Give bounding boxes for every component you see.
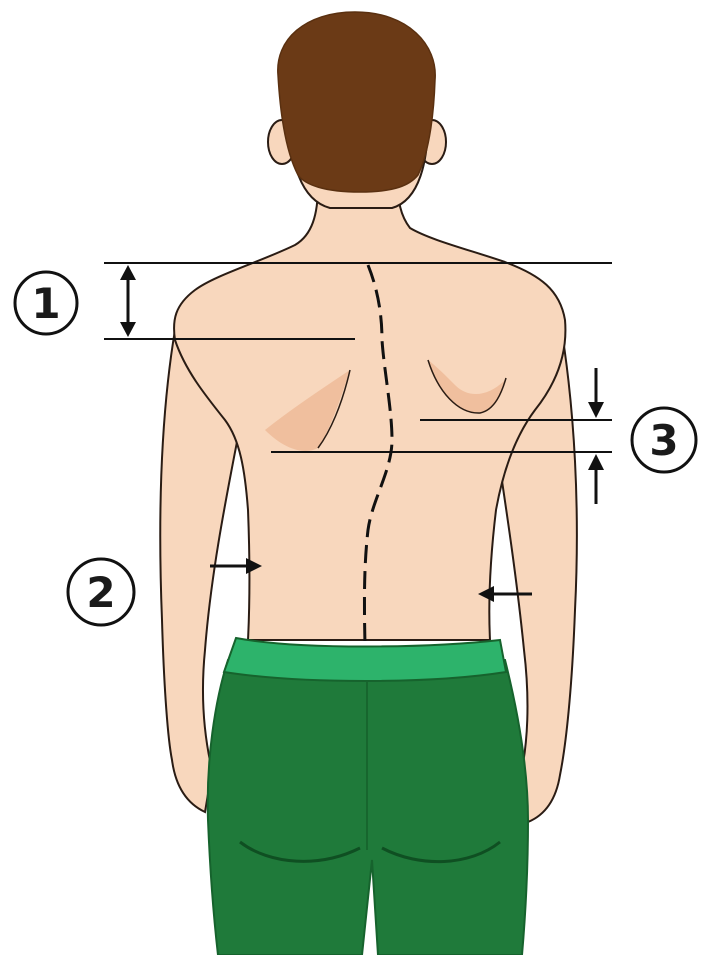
- arrow-up-icon: [120, 265, 136, 280]
- arrow-down-icon: [120, 322, 136, 337]
- marker-label-1: 1: [31, 279, 60, 328]
- waistband: [224, 638, 506, 681]
- arrow-up-icon: [588, 454, 604, 470]
- torso: [174, 185, 565, 640]
- marker-label-2: 2: [86, 568, 115, 617]
- pants: [208, 660, 528, 955]
- marker-label-3: 3: [649, 416, 678, 465]
- hair: [278, 12, 435, 192]
- arrow-down-icon: [588, 402, 604, 418]
